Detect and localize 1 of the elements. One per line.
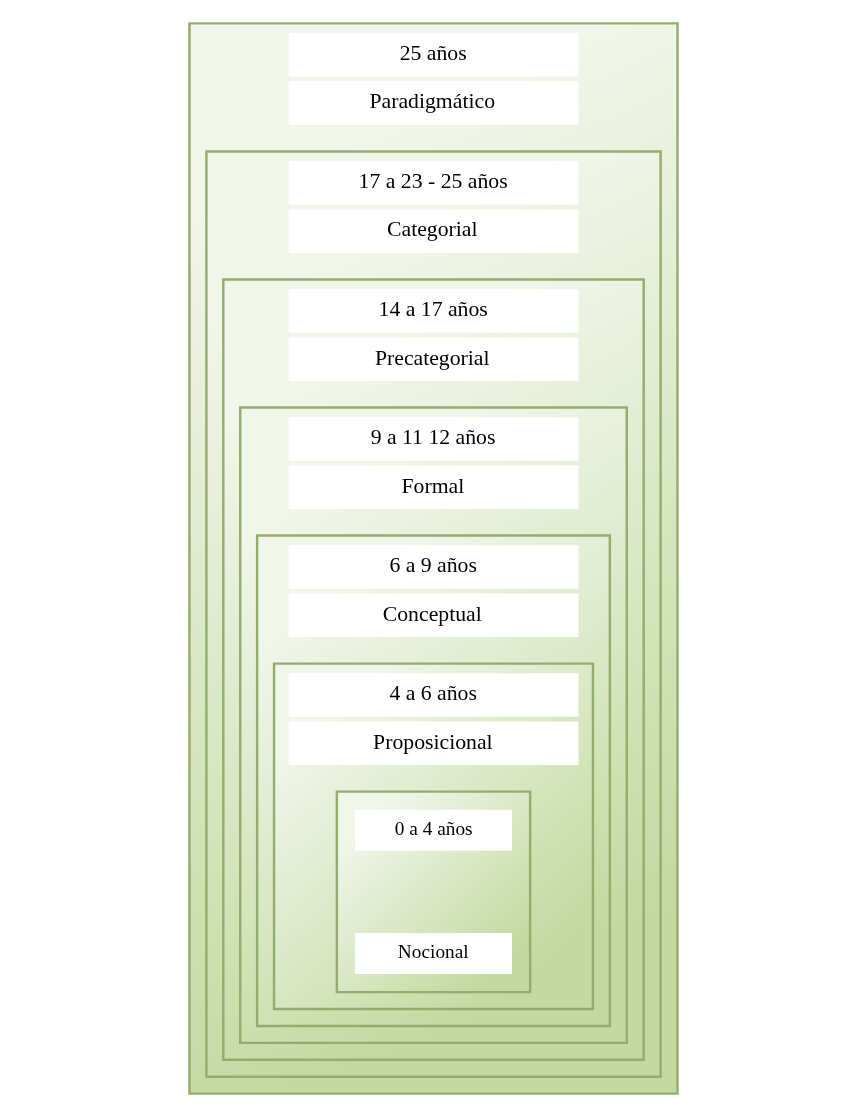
node-box: 0 a 4 años Nocional (335, 790, 531, 994)
